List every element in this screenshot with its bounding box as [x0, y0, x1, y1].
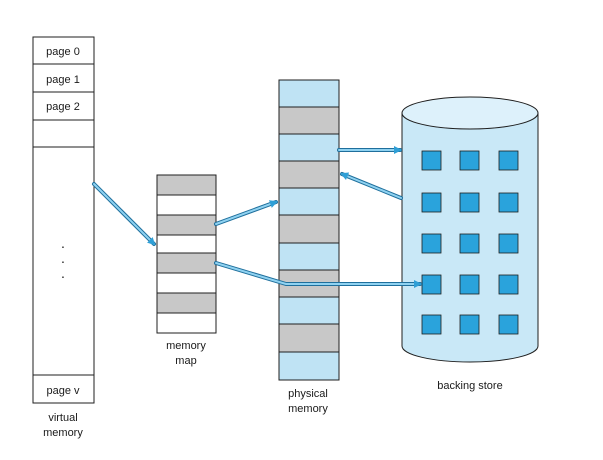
virtual-memory: page 0 page 1 page 2 · · · page v virtua… — [32, 36, 95, 439]
backing-store: backing store — [401, 96, 539, 392]
storage-block — [459, 192, 480, 213]
storage-block — [459, 233, 480, 254]
storage-block — [421, 192, 442, 213]
virtual-page-1: page 1 — [46, 74, 80, 86]
backing-store-blocks — [421, 150, 519, 335]
physical-frame — [278, 133, 340, 162]
storage-block — [498, 274, 519, 295]
storage-block — [459, 150, 480, 171]
storage-block — [498, 192, 519, 213]
virtual-ellipsis-dot: · — [61, 238, 66, 254]
storage-block — [421, 150, 442, 171]
arrow-virtual-to-map — [93, 183, 156, 246]
backing-store-label: backing store — [437, 380, 502, 392]
memory-map-entry — [156, 194, 217, 216]
memory-map-entry — [156, 312, 217, 334]
memory-map-entry — [156, 174, 217, 196]
storage-block — [498, 233, 519, 254]
physical-frame — [278, 351, 340, 381]
physical-frame — [278, 296, 340, 325]
storage-block — [459, 314, 480, 335]
arrow-map-to-physical — [215, 200, 278, 225]
virtual-page-2: page 2 — [46, 101, 80, 113]
arrow-map-to-backing-store — [215, 262, 422, 288]
physical-memory: physical memory — [278, 79, 340, 415]
virtual-page-0: page 0 — [46, 46, 80, 58]
arrow-backing-store-to-physical — [340, 172, 402, 199]
storage-block — [421, 233, 442, 254]
physical-frame — [278, 214, 340, 244]
virtual-ellipsis-dot: · — [61, 253, 66, 269]
virtual-page-v: page v — [46, 385, 80, 397]
virtual-ellipsis-dot: · — [61, 268, 66, 284]
memory-map-entry — [156, 214, 217, 236]
memory-map-entry — [156, 292, 217, 314]
physical-memory-label: memory — [288, 403, 328, 415]
physical-memory-label: physical — [288, 388, 328, 400]
storage-block — [498, 314, 519, 335]
storage-block — [421, 314, 442, 335]
memory-map-entry — [156, 234, 217, 254]
memory-map: memory map — [156, 174, 217, 367]
physical-frame — [278, 160, 340, 189]
virtual-memory-label: memory — [43, 427, 83, 439]
memory-map-label: map — [175, 355, 196, 367]
arrows — [92, 146, 422, 288]
physical-frame — [278, 187, 340, 216]
memory-map-entry — [156, 252, 217, 274]
physical-frame — [278, 106, 340, 135]
storage-block — [421, 274, 442, 295]
virtual-memory-frame — [32, 36, 95, 404]
memory-map-label: memory — [166, 340, 206, 352]
virtual-memory-label: virtual — [48, 412, 77, 424]
physical-frame — [278, 323, 340, 353]
physical-frame — [278, 79, 340, 108]
backing-store-top — [401, 96, 539, 130]
storage-block — [498, 150, 519, 171]
memory-map-entry — [156, 272, 217, 294]
storage-block — [459, 274, 480, 295]
physical-frame — [278, 242, 340, 271]
